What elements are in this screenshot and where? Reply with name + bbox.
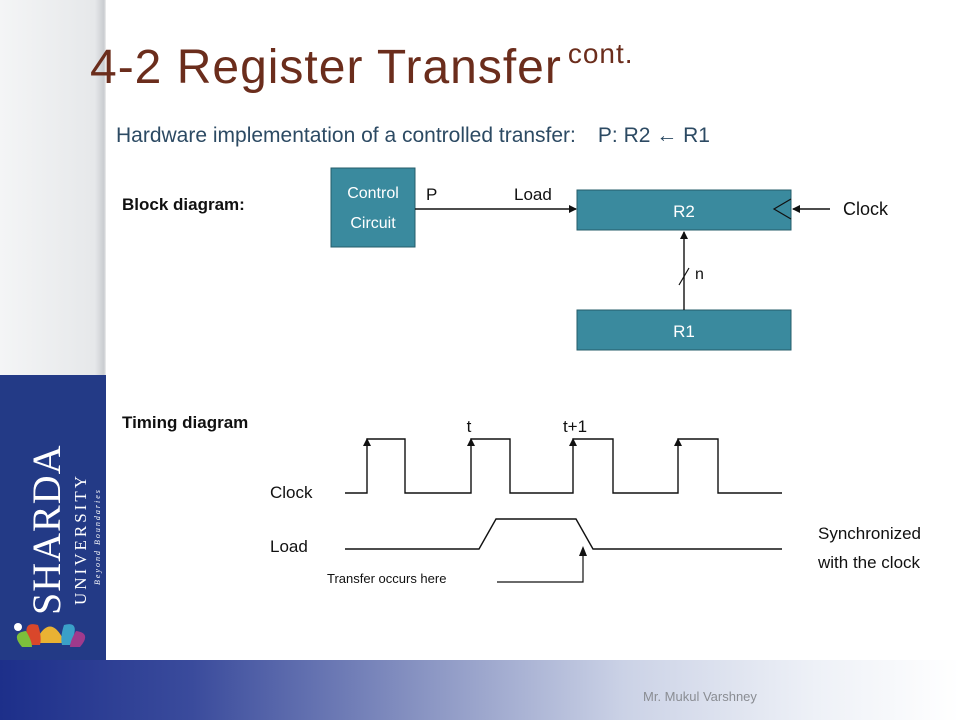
footer-author: Mr. Mukul Varshney: [643, 689, 757, 704]
signal-load-label: Load: [514, 185, 552, 204]
bus-width-label: n: [695, 266, 704, 283]
lotus-icon: [14, 623, 86, 647]
register-r1-label: R1: [673, 322, 695, 341]
slide-subtitle: Hardware implementation of a controlled …: [116, 124, 710, 148]
register-r2: [576, 189, 792, 231]
title-suffix: cont.: [567, 38, 634, 69]
title-main: 4-2 Register Transfer: [90, 41, 562, 94]
clock-input-symbol: [772, 198, 792, 220]
sync-text-1: Synchronized: [818, 524, 921, 543]
logo-sub: UNIVERSITY: [71, 473, 90, 605]
t1-label: t+1: [563, 417, 587, 436]
t-label: t: [467, 417, 472, 436]
clock-waveform: [345, 438, 782, 494]
timing-diagram: Timing diagram t t+1 Clock Load Transfer…: [122, 413, 921, 586]
clock-edge-arrow-4: [674, 438, 682, 446]
transfer-note: Transfer occurs here: [327, 571, 446, 586]
sync-text-2: with the clock: [817, 553, 921, 572]
clock-wave-label: Clock: [270, 483, 313, 502]
signal-p-label: P: [426, 185, 437, 204]
footer-band: [0, 660, 960, 720]
register-r1: [576, 309, 792, 351]
clock-label: Clock: [843, 199, 889, 219]
control-circuit-box: [330, 167, 416, 248]
university-logo: SHARDA UNIVERSITY Beyond Boundaries: [0, 375, 106, 660]
clock-edge-arrow-2: [467, 438, 475, 446]
subtitle-equation: P: R2 ← R1: [597, 124, 710, 147]
logo-name: SHARDA: [24, 445, 69, 615]
clock-edge-arrow-1: [363, 438, 371, 446]
bus-width-slash: [678, 267, 690, 286]
register-r2-label: R2: [673, 202, 695, 221]
control-text-2: Circuit: [350, 215, 396, 232]
timing-diagram-label: Timing diagram: [122, 413, 248, 432]
block-diagram: Block diagram: Control Circuit P Load R2…: [122, 167, 889, 351]
block-diagram-label: Block diagram:: [122, 195, 245, 214]
transfer-pointer-arrow: [579, 546, 587, 556]
load-wave-label: Load: [270, 537, 308, 556]
transfer-pointer-line: [497, 552, 584, 583]
logo-tagline: Beyond Boundaries: [93, 488, 102, 585]
load-waveform: [345, 518, 782, 550]
control-text-1: Control: [347, 185, 399, 202]
logo-graphic: SHARDA UNIVERSITY Beyond Boundaries: [14, 445, 102, 647]
clock-edge-arrow-3: [569, 438, 577, 446]
subtitle-text: Hardware implementation of a controlled …: [116, 124, 576, 147]
